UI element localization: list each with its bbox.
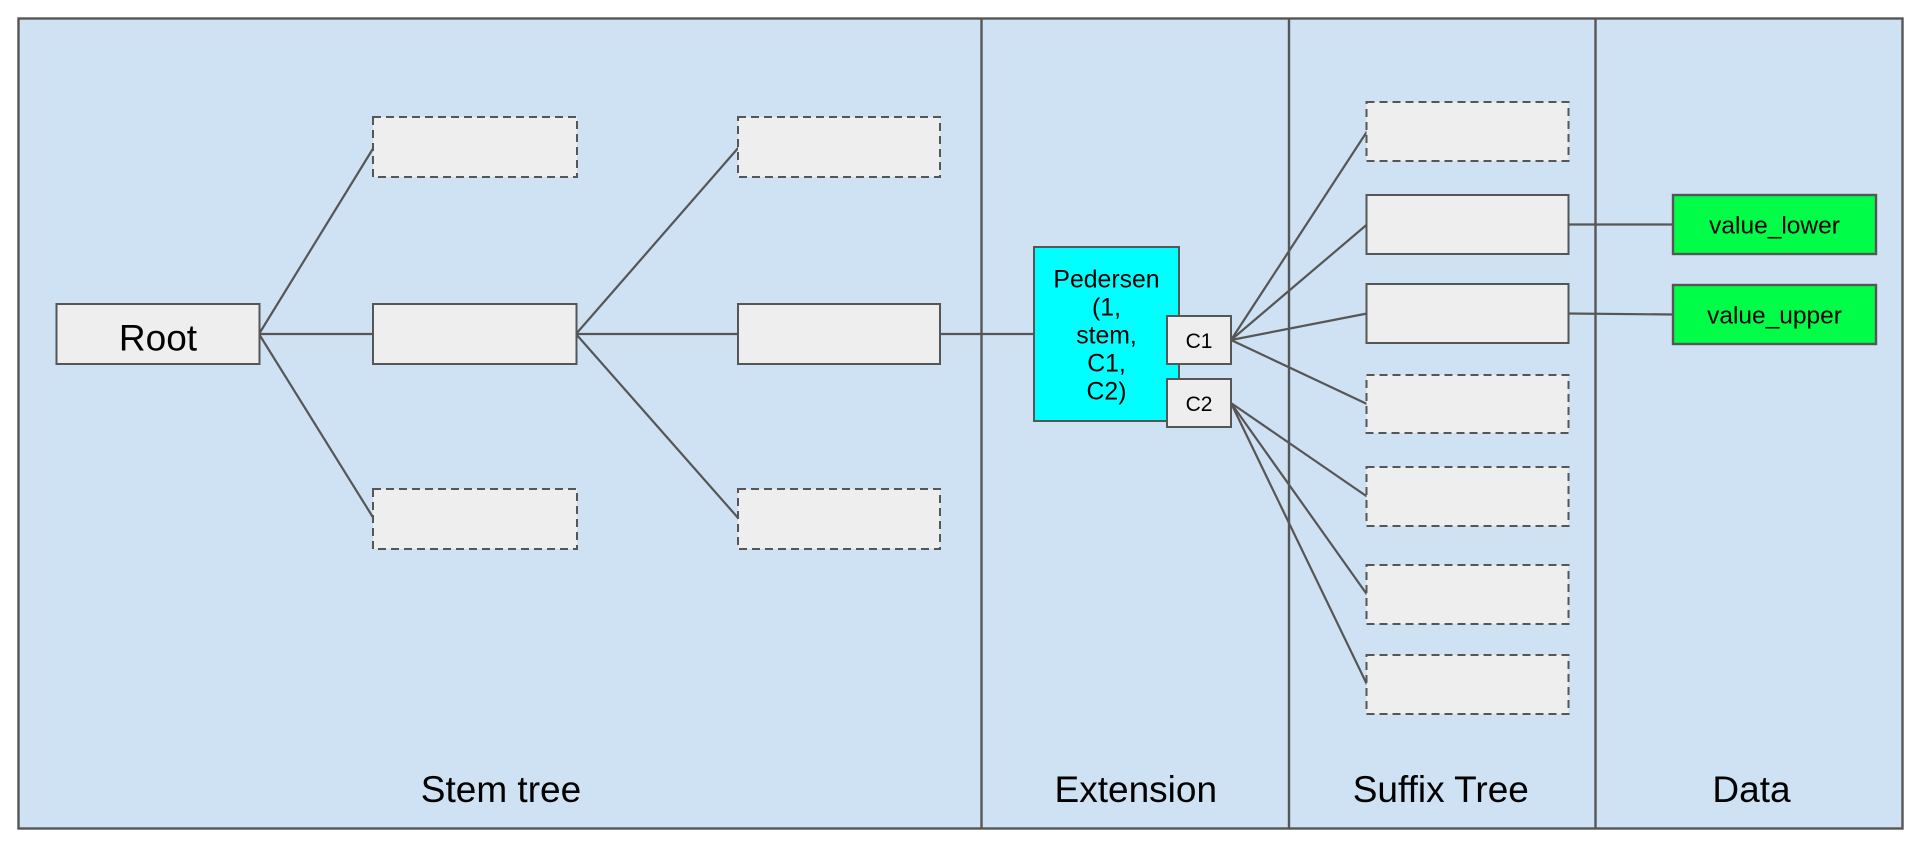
svg-text:Extension: Extension bbox=[1055, 769, 1218, 810]
svg-text:C2): C2) bbox=[1087, 379, 1127, 406]
svg-text:value_lower: value_lower bbox=[1709, 213, 1840, 240]
svg-text:Root: Root bbox=[119, 318, 198, 359]
svg-text:stem,: stem, bbox=[1076, 323, 1137, 350]
svg-text:Stem tree: Stem tree bbox=[421, 769, 581, 810]
svg-text:value_upper: value_upper bbox=[1707, 303, 1842, 330]
svg-text:C1: C1 bbox=[1186, 330, 1213, 353]
svg-text:(1,: (1, bbox=[1092, 295, 1121, 322]
svg-text:Suffix Tree: Suffix Tree bbox=[1353, 769, 1529, 810]
svg-text:C2: C2 bbox=[1186, 393, 1213, 416]
svg-text:C1,: C1, bbox=[1087, 351, 1126, 378]
svg-text:Data: Data bbox=[1712, 769, 1791, 810]
svg-text:Pedersen: Pedersen bbox=[1053, 267, 1159, 294]
